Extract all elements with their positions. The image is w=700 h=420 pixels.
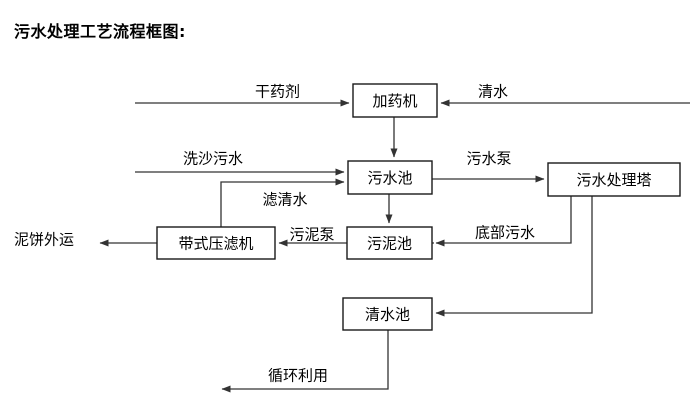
node-treatment_tower: 污水处理塔: [547, 162, 681, 197]
node-label-wastewater_pool: 污水池: [367, 169, 412, 187]
node-box-dosing_machine: [352, 83, 438, 118]
edge-label-recycle_reuse: 循环利用: [268, 367, 328, 385]
node-label-clear_water_pool: 清水池: [365, 306, 410, 324]
node-label-belt_filter_press: 带式压滤机: [178, 235, 253, 253]
node-wastewater_pool: 污水池: [347, 160, 433, 195]
node-clear_water_pool: 清水池: [342, 297, 433, 331]
node-box-sludge_pool: [346, 226, 433, 260]
terminal-label-clean_water: 清水: [478, 83, 508, 101]
edge-label-filtered_clear_water: 滤清水: [262, 191, 307, 209]
node-belt_filter_press: 带式压滤机: [156, 226, 276, 260]
edge-label-sludge_pump: 污泥泵: [289, 226, 334, 244]
edge-tower-to-sludge: [435, 196, 572, 247]
node-dosing_machine: 加药机: [352, 83, 438, 118]
page-title: 污水处理工艺流程框图:: [14, 22, 186, 41]
node-box-wastewater_pool: [347, 160, 433, 195]
node-label-sludge_pool: 污泥池: [367, 235, 412, 253]
node-box-belt_filter_press: [156, 226, 276, 260]
terminal-label-dry_chemical: 干药剂: [255, 83, 300, 101]
node-box-treatment_tower: [547, 162, 681, 197]
node-box-clear_water_pool: [342, 297, 433, 331]
edge-tower-to-clearwater: [435, 196, 593, 317]
edge-label-wastewater_pump: 污水泵: [466, 150, 511, 168]
edge-label-sand_wash_wastewater: 洗沙污水: [183, 150, 243, 168]
node-label-dosing_machine: 加药机: [372, 92, 417, 110]
node-sludge_pool: 污泥池: [346, 226, 433, 260]
edge-label-bottom_wastewater: 底部污水: [475, 224, 535, 242]
node-label-treatment_tower: 污水处理塔: [576, 171, 651, 189]
terminal-label-mud_cake_out: 泥饼外运: [14, 231, 74, 249]
edge-clearwater-to-recycle: [221, 330, 389, 393]
edge-filtered-to-wastewater: [220, 178, 345, 227]
